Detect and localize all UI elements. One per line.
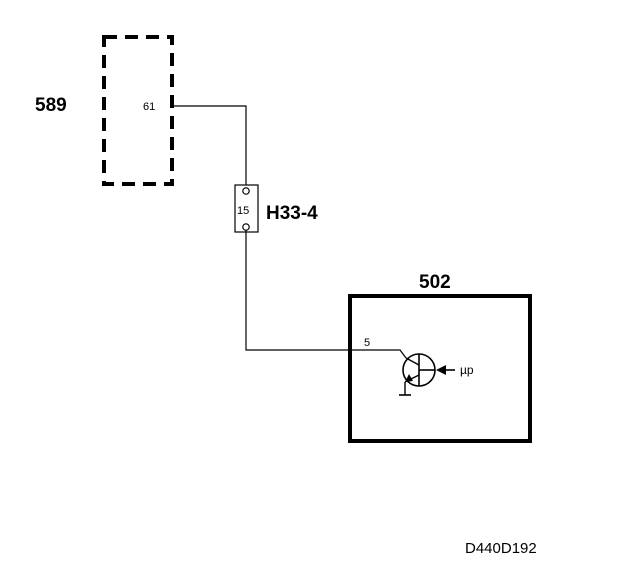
module-589-pin-label: 61: [143, 101, 155, 113]
transistor-symbol: [399, 353, 436, 396]
signal-label: µp: [460, 363, 474, 377]
connector-h33-label: H33-4: [266, 203, 318, 224]
module-589-label: 589: [35, 95, 67, 116]
wire-589-to-h33: [172, 105, 247, 185]
wire-h33-to-502: [245, 230, 407, 359]
module-502-box: [348, 294, 532, 443]
module-502-pin-label: 5: [364, 337, 370, 349]
connector-h33-terminal-top: [242, 187, 250, 195]
connector-h33-terminal-bottom: [242, 223, 250, 231]
signal-input-arrow: [436, 365, 446, 375]
module-589-box: [102, 35, 174, 186]
connector-h33-pin-label: 15: [237, 205, 249, 217]
figure-code: D440D192: [465, 540, 537, 557]
module-502-label: 502: [419, 272, 451, 293]
